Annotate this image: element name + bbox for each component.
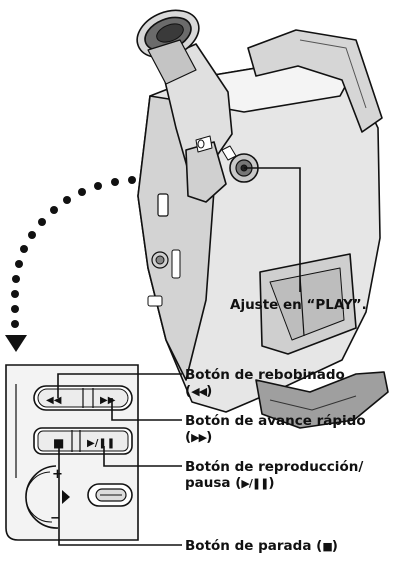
rewind-button[interactable]: ◀◀ — [46, 395, 62, 406]
dial-plus-icon: + — [52, 467, 63, 482]
leader-lines — [57, 373, 182, 546]
stop-symbol-icon: ■ — [322, 540, 332, 553]
ffwd-label-line1: Botón de avance rápido — [185, 413, 366, 429]
zoom-dial[interactable] — [25, 465, 70, 529]
camcorder-illustration — [136, 9, 389, 429]
ffwd-label-line2: (▶▶) — [185, 429, 213, 445]
rewind-symbol-icon: ◀◀ — [191, 385, 207, 398]
ffwd-label: Botón de avance rápido (▶▶) — [185, 413, 366, 446]
hand-strap — [255, 371, 389, 429]
play-leader-line — [244, 167, 301, 292]
play-pause-label: Botón de reproducción/ pausa (▶/❚❚) — [185, 459, 363, 492]
play-setting-label: Ajuste en “PLAY”. — [230, 297, 367, 313]
play-pause-button[interactable]: ▶/❚❚ — [87, 438, 115, 449]
play-pause-label-line1: Botón de reproducción/ — [185, 459, 364, 475]
ffwd-button[interactable]: ▶▶ — [100, 395, 116, 406]
front-slot — [157, 193, 169, 217]
stop-play-rocker — [33, 427, 133, 455]
stop-button[interactable]: ■ — [53, 436, 64, 450]
stop-label: Botón de parada (■) — [185, 538, 338, 554]
rewind-label: Botón de rebobinado (◀◀) — [185, 367, 345, 400]
rewind-label-line1: Botón de rebobinado — [185, 367, 345, 383]
play-pause-label-line2: pausa (▶/❚❚) — [185, 475, 275, 491]
dotted-arc — [11, 176, 136, 328]
play-pause-symbol-icon: ▶/❚❚ — [241, 477, 269, 490]
ffwd-symbol-icon: ▶▶ — [191, 431, 207, 444]
viewfinder — [136, 9, 233, 203]
arrow-down-icon — [5, 335, 27, 352]
dial-minus-icon: − — [50, 511, 61, 526]
lock-switch[interactable] — [87, 483, 133, 507]
rewind-label-line2: (◀◀) — [185, 383, 213, 399]
